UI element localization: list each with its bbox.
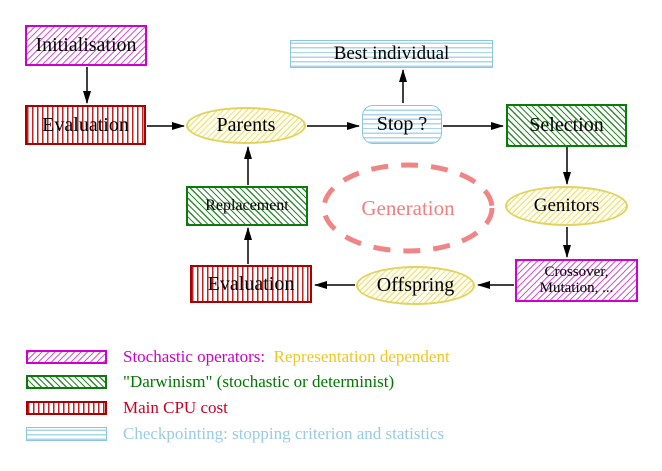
- legend-swatch-red-stripes: [26, 401, 107, 415]
- legend-row-darwinism: "Darwinism" (stochastic or determinist): [26, 372, 394, 392]
- node-crossover-line1: Crossover,: [544, 263, 609, 280]
- legend-row-main-cpu-cost: Main CPU cost: [26, 398, 228, 418]
- legend-text-darwinism: "Darwinism" (stochastic or determinist): [123, 372, 395, 391]
- node-replacement-label: Replacement: [205, 196, 289, 214]
- node-initialisation: Initialisation: [25, 25, 147, 66]
- legend-swatch-cyan-stripes: [26, 427, 107, 441]
- node-parents-label: Parents: [216, 114, 276, 136]
- legend-text-main-cpu-cost: Main CPU cost: [123, 398, 228, 417]
- node-stop: Stop ?: [362, 105, 442, 144]
- node-crossover-line2: Mutation, ...: [539, 279, 614, 296]
- node-evaluation-bottom-label: Evaluation: [207, 272, 295, 295]
- legend-row-checkpointing: Checkpointing: stopping criterion and st…: [26, 424, 444, 444]
- node-replacement: Replacement: [186, 186, 308, 226]
- legend-swatch-magenta-hatch: [26, 350, 107, 364]
- node-genitors: Genitors: [505, 186, 628, 226]
- node-best-individual-label: Best individual: [333, 43, 450, 65]
- node-genitors-label: Genitors: [533, 195, 600, 217]
- node-offspring-label: Offspring: [376, 274, 455, 296]
- node-evaluation-top: Evaluation: [25, 105, 146, 145]
- node-selection-label: Selection: [529, 114, 604, 136]
- legend-row-stochastic-operators: Stochastic operators: Representation dep…: [26, 347, 450, 367]
- node-initialisation-label: Initialisation: [35, 34, 137, 56]
- legend-text-stochastic-operators: Stochastic operators: Representation dep…: [123, 347, 450, 366]
- node-parents: Parents: [186, 107, 306, 144]
- legend-swatch-green-hatch: [26, 375, 107, 389]
- node-evaluation-bottom: Evaluation: [190, 265, 312, 303]
- legend-text-checkpointing: Checkpointing: stopping criterion and st…: [123, 424, 445, 443]
- generation-label: Generation: [361, 196, 455, 220]
- node-evaluation-top-label: Evaluation: [42, 113, 129, 136]
- node-offspring: Offspring: [356, 266, 475, 305]
- node-crossover-mutation: Crossover, Mutation, ...: [515, 259, 638, 302]
- node-stop-label: Stop ?: [376, 113, 428, 135]
- node-best-individual: Best individual: [290, 40, 493, 68]
- node-selection: Selection: [506, 104, 627, 147]
